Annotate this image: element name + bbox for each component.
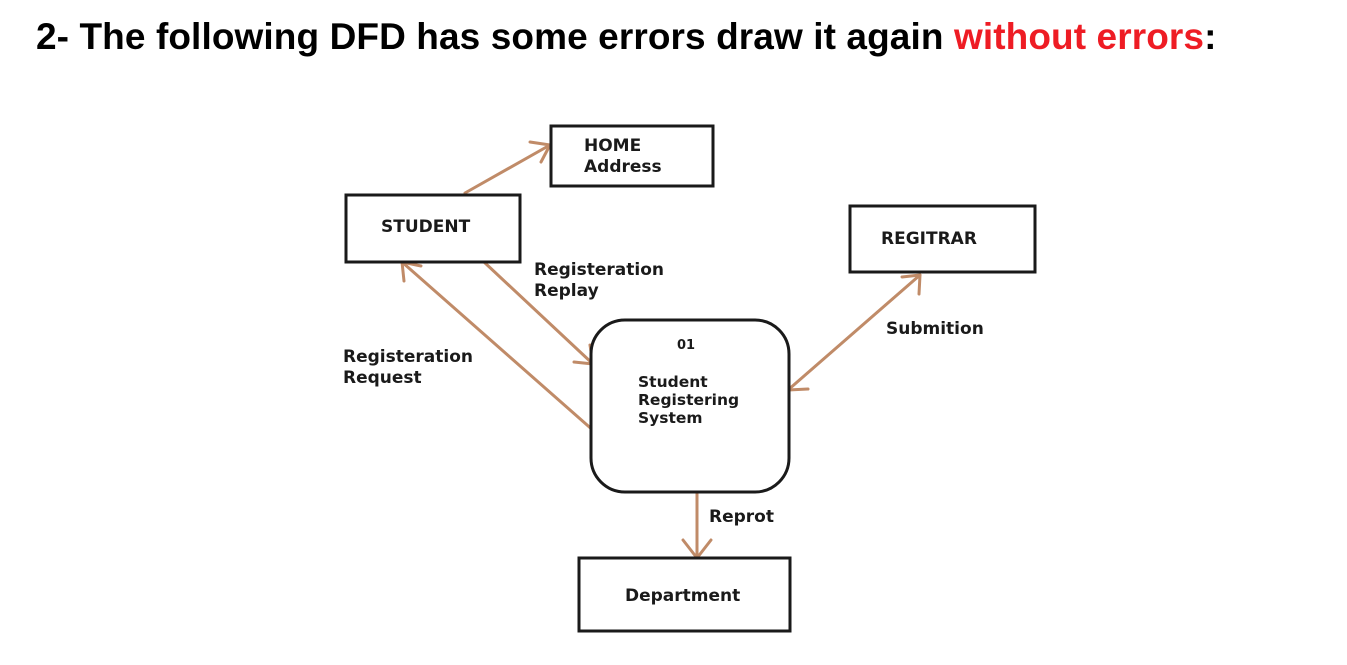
department-entity: Department [577,556,792,633]
process-label-line1: Student [638,373,708,391]
registration-replay-label-line1: Registeration [534,260,664,280]
flow-to-home-address [463,140,552,195]
submition-label: Submition [886,319,984,339]
student-entity: STUDENT [344,193,522,264]
flow-report [681,490,713,560]
home-address-line2: Address [584,157,662,177]
process-label-line3: System [638,409,703,427]
question-heading: 2- The following DFD has some errors dra… [36,16,1217,58]
registration-replay-label-line2: Replay [534,281,599,301]
registrar-label: REGITRAR [881,229,977,249]
registrar-entity: REGITRAR [848,204,1037,274]
process-student-registering-system: 01 Student Registering System [589,318,791,494]
department-label: Department [625,586,740,606]
question-suffix: : [1204,16,1217,57]
home-address-store: HOME Address [549,124,715,188]
report-label: Reprot [709,507,774,527]
process-id: 01 [677,338,695,353]
question-prefix: 2- The following DFD has some errors dra… [36,16,954,57]
registration-request-label-line1: Registeration [343,347,473,367]
student-label: STUDENT [381,217,471,237]
registration-request-label-line2: Request [343,368,422,388]
home-address-line1: HOME [584,136,641,156]
process-label-line2: Registering [638,391,739,409]
question-highlight: without errors [953,16,1205,57]
